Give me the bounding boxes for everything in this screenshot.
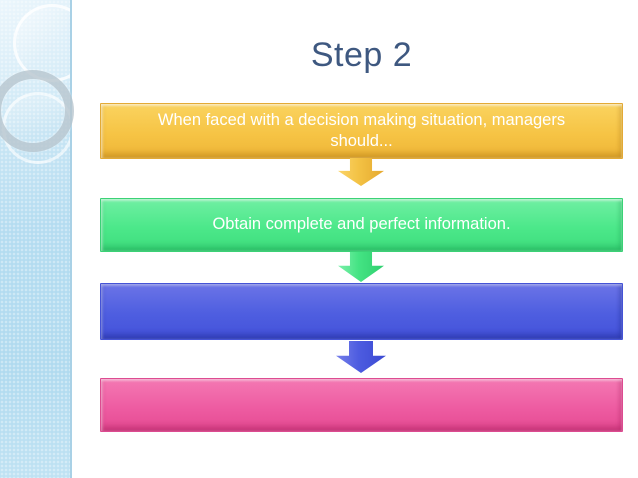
down-arrow-icon-green [338,252,384,282]
flow-box-empty-blue [100,283,623,340]
decorative-glass-ring-top [13,4,70,82]
flow-box-action-label: Obtain complete and perfect information. [212,215,511,234]
down-arrow-icon-blue [336,341,386,373]
slide-title: Step 2 [310,36,413,74]
decorative-gray-ring [0,70,74,152]
flow-box-action: Obtain complete and perfect information. [100,198,623,252]
down-arrow-icon-orange [338,158,384,186]
flow-box-premise: When faced with a decision making situat… [100,103,623,159]
flow-box-empty-pink [100,378,623,432]
flow-box-premise-label: When faced with a decision making situat… [157,110,566,150]
